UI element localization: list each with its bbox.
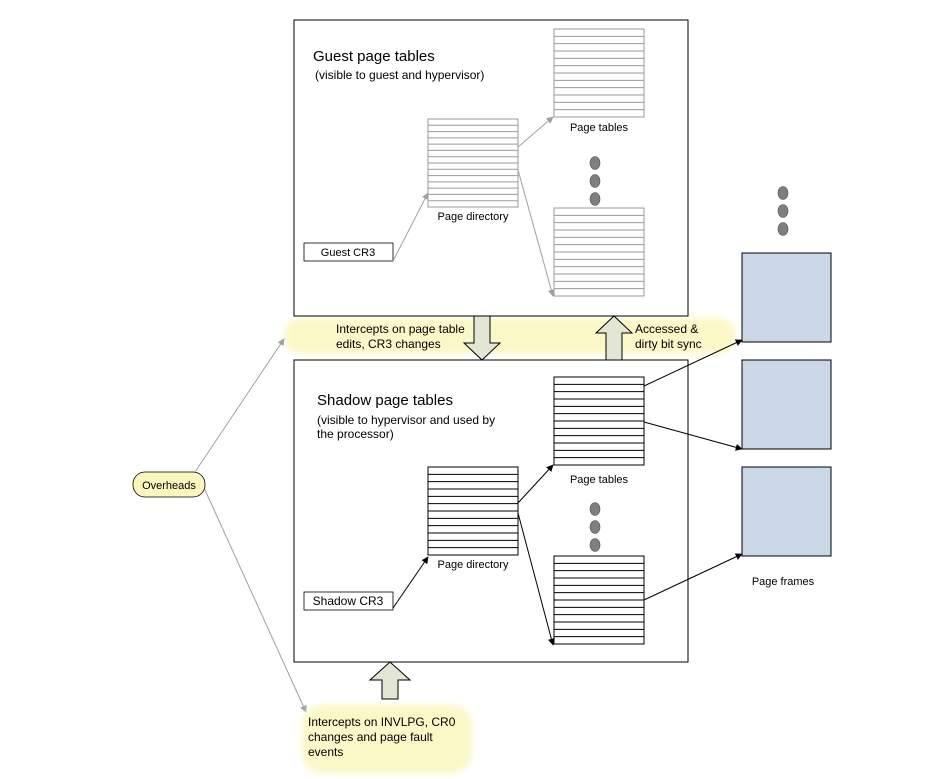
overheads-bubble (132, 471, 206, 498)
shadow-page-directory (427, 466, 519, 556)
page-frame-arrows (643, 339, 743, 601)
guest-cr3-label: Guest CR3 (321, 247, 375, 259)
guest-page-directory-label: Page directory (438, 211, 509, 223)
shadow-ellipsis-dots (589, 502, 601, 552)
sync-line2: dirty bit sync (635, 337, 702, 351)
shadow-page-table-bottom (553, 555, 645, 645)
guest-page-table-top (553, 28, 645, 118)
intercepts-top-line2: edits, CR3 changes (336, 337, 441, 351)
shadow-cr3-box (303, 591, 394, 611)
page-frame-3 (741, 466, 832, 557)
intercepts-bottom-line3: events (308, 745, 343, 759)
overheads-arrows (194, 338, 307, 713)
intercepts-down-block-arrow (462, 315, 502, 361)
guest-page-tables-label: Page tables (570, 122, 629, 134)
guest-title: Guest page tables (313, 48, 435, 65)
guest-page-directory (427, 118, 519, 208)
shadow-page-table-top (553, 376, 645, 466)
page-frame-2 (741, 359, 832, 450)
shadow-cr3-label: Shadow CR3 (313, 594, 384, 608)
guest-cr3-box (303, 242, 394, 262)
page-frames-ellipsis-dots (777, 186, 789, 236)
intercepts-bottom-line1: Intercepts on INVLPG, CR0 (308, 715, 456, 729)
intercepts-top-line1: Intercepts on page table (336, 322, 465, 336)
shadow-page-directory-label: Page directory (438, 559, 509, 571)
sync-up-block-arrow (594, 315, 634, 361)
page-frame-1 (741, 252, 832, 343)
sync-line1: Accessed & (635, 322, 698, 336)
guest-pointer-arrows (392, 116, 555, 297)
intercepts-bottom-line2: changes and page fault (308, 730, 433, 744)
shadow-subtitle-line2: the processor) (317, 427, 394, 441)
shadow-pointer-arrows (392, 464, 555, 646)
shadow-title: Shadow page tables (317, 392, 453, 409)
bottom-up-block-arrow (368, 661, 412, 700)
guest-page-table-bottom (553, 207, 645, 297)
overheads-label: Overheads (142, 480, 196, 492)
intercepts-bottom-highlight (302, 705, 472, 773)
guest-ellipsis-dots (589, 156, 601, 206)
page-frames-label: Page frames (752, 576, 815, 588)
shadow-subtitle-line1: (visible to hypervisor and used by (317, 413, 495, 427)
shadow-page-tables-label: Page tables (570, 474, 629, 486)
guest-subtitle: (visible to guest and hypervisor) (315, 68, 484, 82)
